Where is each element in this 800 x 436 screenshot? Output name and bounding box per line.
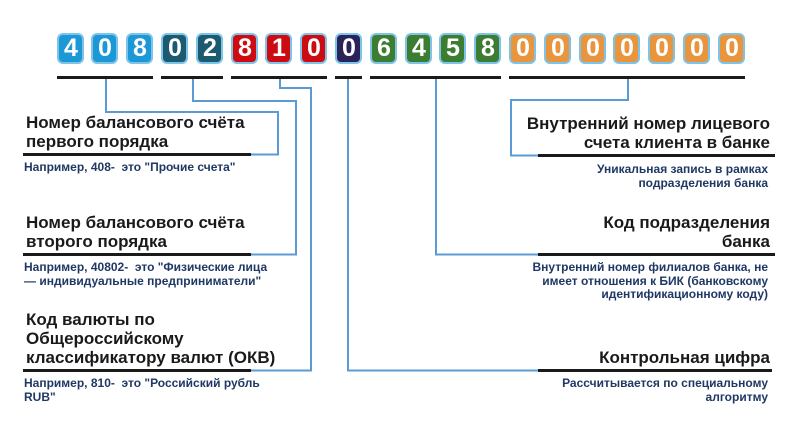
label-underline-internal-client-number bbox=[538, 154, 775, 157]
label-underline-balance-second bbox=[23, 253, 251, 256]
digit-group-underline-g1 bbox=[57, 76, 153, 79]
label-title-balance-second: Номер балансового счёта второго порядка bbox=[26, 213, 245, 251]
account-digit-box: 2 bbox=[196, 33, 223, 64]
account-digit-box: 8 bbox=[474, 33, 501, 64]
connector-g4-line bbox=[347, 79, 538, 372]
account-digit-box: 0 bbox=[300, 33, 327, 64]
account-digit-box: 0 bbox=[161, 33, 188, 64]
account-digit-box: 4 bbox=[57, 33, 84, 64]
label-title-control-digit: Контрольная цифра bbox=[599, 348, 770, 367]
label-caption-internal-client-number: Уникальная запись в рамках подразделения… bbox=[596, 162, 768, 190]
account-digit-box: 0 bbox=[648, 33, 675, 64]
account-digit-box: 0 bbox=[509, 33, 536, 64]
connector-g2-line bbox=[192, 79, 297, 256]
label-underline-balance-first bbox=[23, 153, 251, 156]
label-caption-branch-code: Внутренний номер филиалов банка, не имее… bbox=[532, 260, 769, 301]
label-title-branch-code: Код подразделения банка bbox=[603, 213, 770, 251]
connector-g5-line bbox=[435, 79, 538, 256]
connector-g3-line bbox=[251, 79, 312, 372]
label-caption-balance-first: Например, 408- это "Прочие счета" bbox=[24, 160, 236, 174]
digit-group-underline-g6 bbox=[509, 76, 745, 79]
label-caption-control-digit: Рассчитывается по специальному алгоритму bbox=[562, 376, 768, 404]
account-digit-box: 5 bbox=[439, 33, 466, 64]
label-title-internal-client-number: Внутренний номер лицевого счета клиента … bbox=[526, 114, 770, 152]
account-digit-box: 8 bbox=[126, 33, 153, 64]
label-caption-balance-second: Например, 40802- это "Физические лица — … bbox=[24, 260, 268, 288]
digit-group-underline-g2 bbox=[161, 76, 223, 79]
account-digit-box: 0 bbox=[718, 33, 745, 64]
account-digit-box: 4 bbox=[405, 33, 432, 64]
label-title-balance-first: Номер балансового счёта первого порядка bbox=[26, 113, 245, 151]
label-title-currency-code: Код валюты по Общероссийскому классифика… bbox=[26, 310, 276, 367]
account-digit-box: 6 bbox=[370, 33, 397, 64]
connector-g6-line bbox=[510, 79, 629, 157]
account-digit-box: 0 bbox=[613, 33, 640, 64]
account-digit-box: 0 bbox=[91, 33, 118, 64]
account-digit-box: 0 bbox=[544, 33, 571, 64]
digit-group-underline-g5 bbox=[370, 76, 501, 79]
label-caption-currency-code: Например, 810- это "Российский рубль RUB… bbox=[24, 376, 260, 404]
account-digit-box: 0 bbox=[683, 33, 710, 64]
account-digit-box: 1 bbox=[265, 33, 292, 64]
connector-g1-line bbox=[105, 79, 279, 156]
label-underline-control-digit bbox=[538, 369, 772, 372]
digit-group-underline-g3 bbox=[231, 76, 327, 79]
account-digit-box: 0 bbox=[579, 33, 606, 64]
account-digit-box: 8 bbox=[231, 33, 258, 64]
digit-group-underline-g4 bbox=[335, 76, 362, 79]
label-underline-currency-code bbox=[23, 369, 251, 372]
account-digit-box: 0 bbox=[335, 33, 362, 64]
label-underline-branch-code bbox=[538, 253, 775, 256]
